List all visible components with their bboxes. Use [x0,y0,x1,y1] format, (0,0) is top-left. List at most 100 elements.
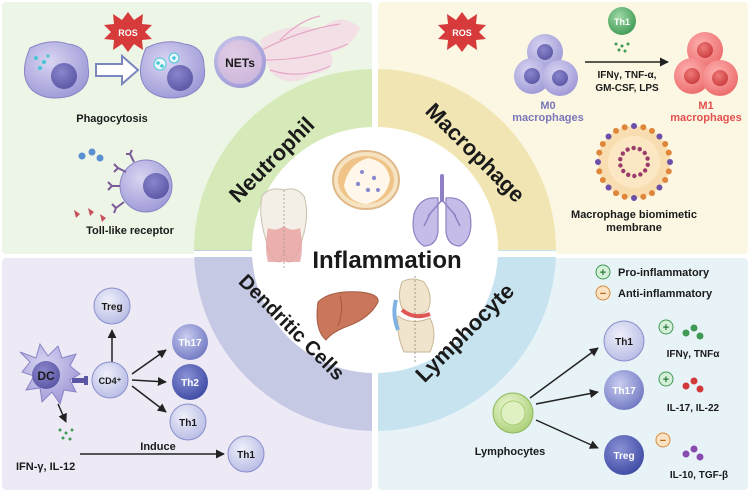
membrane-core-dot [642,168,648,173]
svg-text:−: − [660,435,666,447]
membrane-lipid-dot [665,149,672,156]
membrane-lipid-dot [613,127,619,134]
dc-cell-icon: DC [19,342,81,406]
svg-text:Th1: Th1 [615,337,633,348]
ring [194,66,556,434]
center-disc [252,127,498,373]
cd4-to-th2-arrow [131,377,167,387]
macrophage-cytokines-line1: IFNγ, TNF-α, [598,70,657,81]
membrane-lipid-dot [667,159,673,165]
svg-text:Th1: Th1 [179,418,197,429]
membrane-core-dot [621,168,626,174]
membrane-core-dot [618,157,623,162]
membrane-core-dot [626,172,631,177]
dc-cytokine-dots [58,428,74,441]
dc-cd4-synapse-icon [72,376,88,385]
legend-anti-label: Anti-inflammatory [618,288,713,300]
treg-cytokines-label: IL-10, TGF-β [670,470,728,481]
membrane-core-dot [638,172,643,177]
legend-pro-inflammatory: + Pro-inflammatory [595,264,710,280]
lymphocytes-label: Lymphocytes [475,446,546,458]
macrophage-cytokines-line2: GM-CSF, LPS [595,83,659,94]
induce-label: Induce [140,441,175,453]
cd4-to-th17-arrow [131,349,167,375]
membrane-lipid-dot [640,193,647,200]
lymph-to-th1-arrow [529,347,599,399]
svg-text:DC: DC [37,369,55,383]
membrane-lipid-dot [656,184,663,191]
lymphocyte-cell-icon [492,392,534,434]
m1-macrophages-icon [674,32,738,96]
membrane-core-dot [631,145,636,151]
phagocytosis-arrow [95,53,140,87]
m1-label-line2: macrophages [670,112,742,124]
membrane-core-dot [620,151,626,156]
membrane-core-dot [618,163,623,168]
tooth-icon [260,188,308,268]
macrophage-ros-burst: ROS [438,12,486,52]
ring-lymphocyte [375,250,556,431]
svg-text:+: + [600,267,606,279]
th17-cytokines-label: IL-17, IL-22 [667,403,720,414]
lymph-th1-cell-icon: Th1 [603,320,645,362]
membrane-core-dot [632,173,637,179]
svg-text:−: − [600,288,606,300]
treg-cytokine-dots [682,445,704,461]
membrane-label-line2: membrane [606,222,662,234]
membrane-lipid-dot [595,159,601,165]
membrane-label-line1: Macrophage biomimetic [571,209,697,221]
th1-plus-badge: + [658,319,674,335]
treg-minus-badge: − [655,432,671,448]
membrane-lipid-dot [640,124,647,131]
lungs-icon [412,174,472,247]
membrane-lipid-dot [621,124,628,131]
m0-label-line1: M0 [540,100,555,112]
membrane-lipid-dot [613,190,619,197]
membrane-lipid-dot [656,133,663,140]
membrane-lipid-dot [621,193,628,200]
th1-induced-cell-icon: Th1 [227,435,265,473]
svg-text:Th2: Th2 [181,378,199,389]
svg-text:+: + [663,374,669,386]
th17-cell-icon: Th17 [172,324,208,360]
ring-macrophage [375,69,556,250]
svg-text:Th17: Th17 [612,386,636,397]
svg-text:Treg: Treg [613,451,634,462]
dc-to-cytokine-arrow [57,403,67,423]
phagocytosis-cell-after [140,41,206,99]
th17-plus-badge: + [658,371,674,387]
lymph-th17-cell-icon: Th17 [604,370,644,410]
membrane-core-dot [637,147,642,152]
membrane-lipid-dot [649,127,655,134]
tlr-neutrophil-icon [74,148,173,222]
membrane-core-dot [625,147,630,152]
membrane-lipid-dot [662,177,669,183]
membrane-lipid-dot [662,141,669,147]
th1-cytokines-label: IFNγ, TNFα [667,349,721,360]
svg-text:+: + [663,322,669,334]
lymph-to-treg-arrow [535,419,599,449]
svg-text:Th1: Th1 [237,450,255,461]
dc-cytokines-label: IFN-γ, IL-12 [16,461,75,473]
svg-text:Th17: Th17 [178,338,202,349]
lymph-treg-cell-icon: Treg [604,435,644,475]
membrane-lipid-dot [631,123,637,129]
nets-neutrophil-icon: NETs [214,15,360,88]
membrane-core-dot [642,150,647,156]
membrane-lipid-dot [596,168,603,175]
membrane-core-dot [645,156,650,161]
lymph-to-th17-arrow [535,389,599,405]
m0-label-line2: macrophages [512,112,584,124]
liver-icon [316,291,379,341]
svg-text:ROS: ROS [452,28,472,38]
svg-text:ROS: ROS [118,28,138,38]
treg-cell-icon: Treg [93,287,131,325]
membrane-lipid-dot [596,149,603,156]
svg-text:Treg: Treg [101,302,122,313]
membrane-lipid-dot [599,177,606,183]
phagocytosis-label: Phagocytosis [76,113,148,125]
th1-dc-cell-icon: Th1 [169,403,207,441]
svg-text:CD4⁺: CD4⁺ [99,376,122,386]
phagocytosis-cell-before [24,41,90,99]
th2-cell-icon: Th2 [172,364,208,400]
